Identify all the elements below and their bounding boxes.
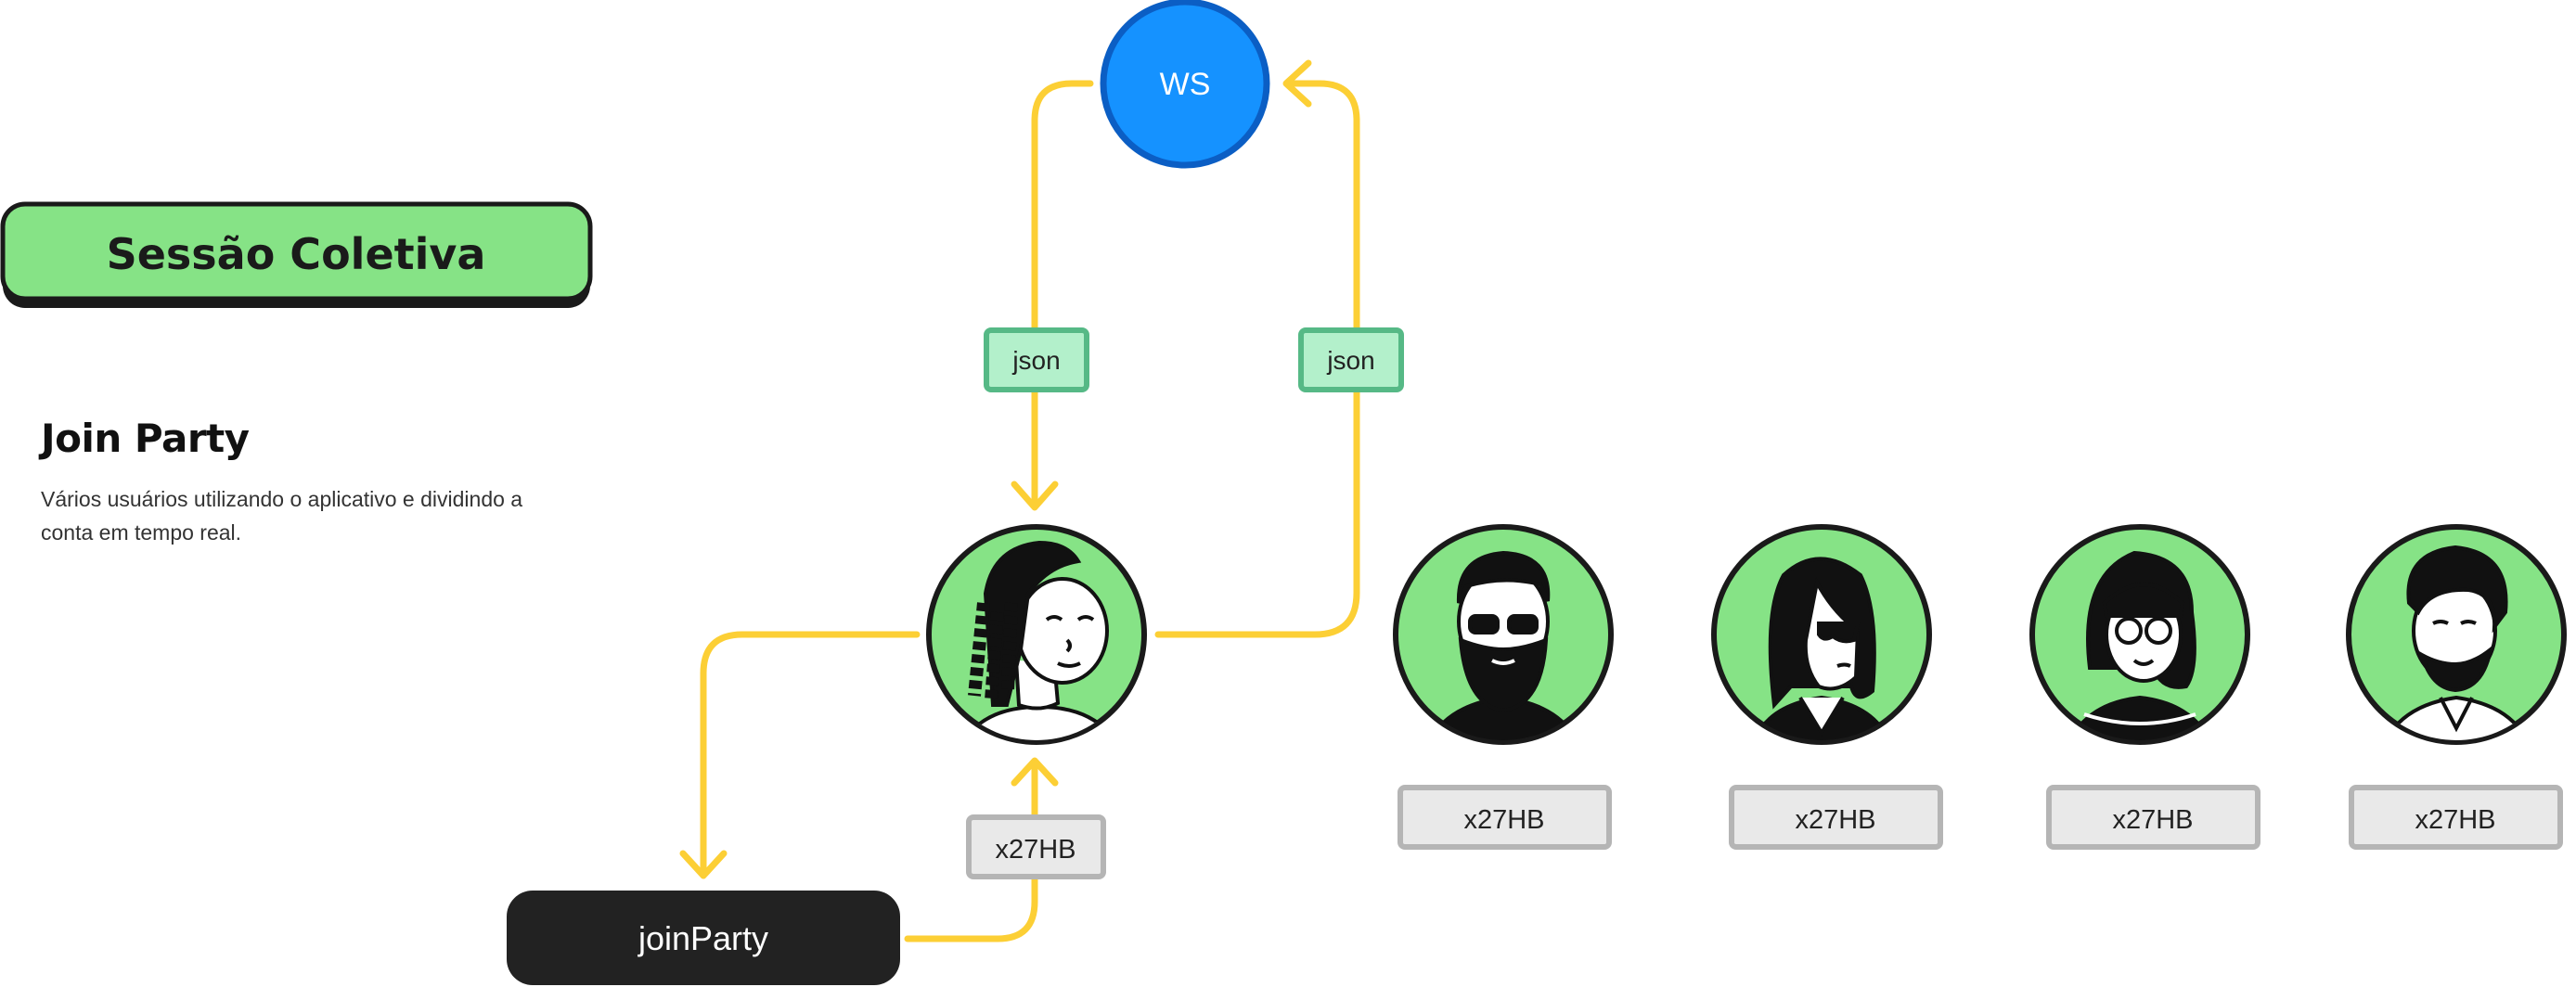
connector-joinparty-to-user: [904, 759, 1038, 942]
woman-sunglasses-avatar-icon: [1711, 524, 1932, 745]
bearded-man-sunglasses-avatar-icon: [1393, 524, 1614, 745]
json-label-right-text: json: [1326, 346, 1374, 375]
connector-user-to-joinparty: [700, 631, 921, 876]
woman-glasses-avatar-icon: [2029, 524, 2250, 745]
ws-label: WS: [1160, 67, 1211, 102]
user-code-text: x27HB: [1795, 805, 1875, 835]
party-code-tag: x27HB: [966, 814, 1106, 879]
json-label-right: json: [1298, 327, 1404, 392]
connector-ws-to-user: [1154, 80, 1360, 638]
user-code-text: x27HB: [2112, 805, 2193, 835]
joinparty-label: joinParty: [638, 919, 768, 957]
json-label-left-text: json: [1011, 346, 1060, 375]
curly-hair-man-avatar-icon: [2346, 524, 2567, 745]
connectors: [679, 59, 1360, 942]
connector-user-to-ws: [1031, 80, 1094, 509]
arrowhead-into-user-top: [1011, 481, 1059, 511]
party-code-text: x27HB: [995, 835, 1075, 865]
joinparty-action: joinParty: [507, 891, 900, 985]
section-heading: Join Party: [41, 416, 250, 461]
user-code-text: x27HB: [1463, 805, 1544, 835]
arrowhead-into-joinparty: [679, 850, 728, 879]
arrowhead-into-ws: [1282, 59, 1312, 108]
ws-server-node: WS: [1100, 0, 1270, 169]
user-code-tag: x27HB: [1397, 785, 1612, 850]
arrowhead-into-user-bottom: [1011, 757, 1059, 787]
user-code-text: x27HB: [2415, 805, 2495, 835]
user-code-tag: x27HB: [1729, 785, 1943, 850]
json-label-left: json: [984, 327, 1089, 392]
section-description: Vários usuários utilizando o aplicativo …: [41, 487, 523, 545]
title-text: Sessão Coletiva: [107, 229, 486, 279]
user-code-tag: x27HB: [2046, 785, 2260, 850]
woman-braids-avatar-icon: [926, 524, 1147, 745]
user-code-tag: x27HB: [2349, 785, 2563, 850]
title-banner: Sessão Coletiva: [0, 201, 593, 308]
